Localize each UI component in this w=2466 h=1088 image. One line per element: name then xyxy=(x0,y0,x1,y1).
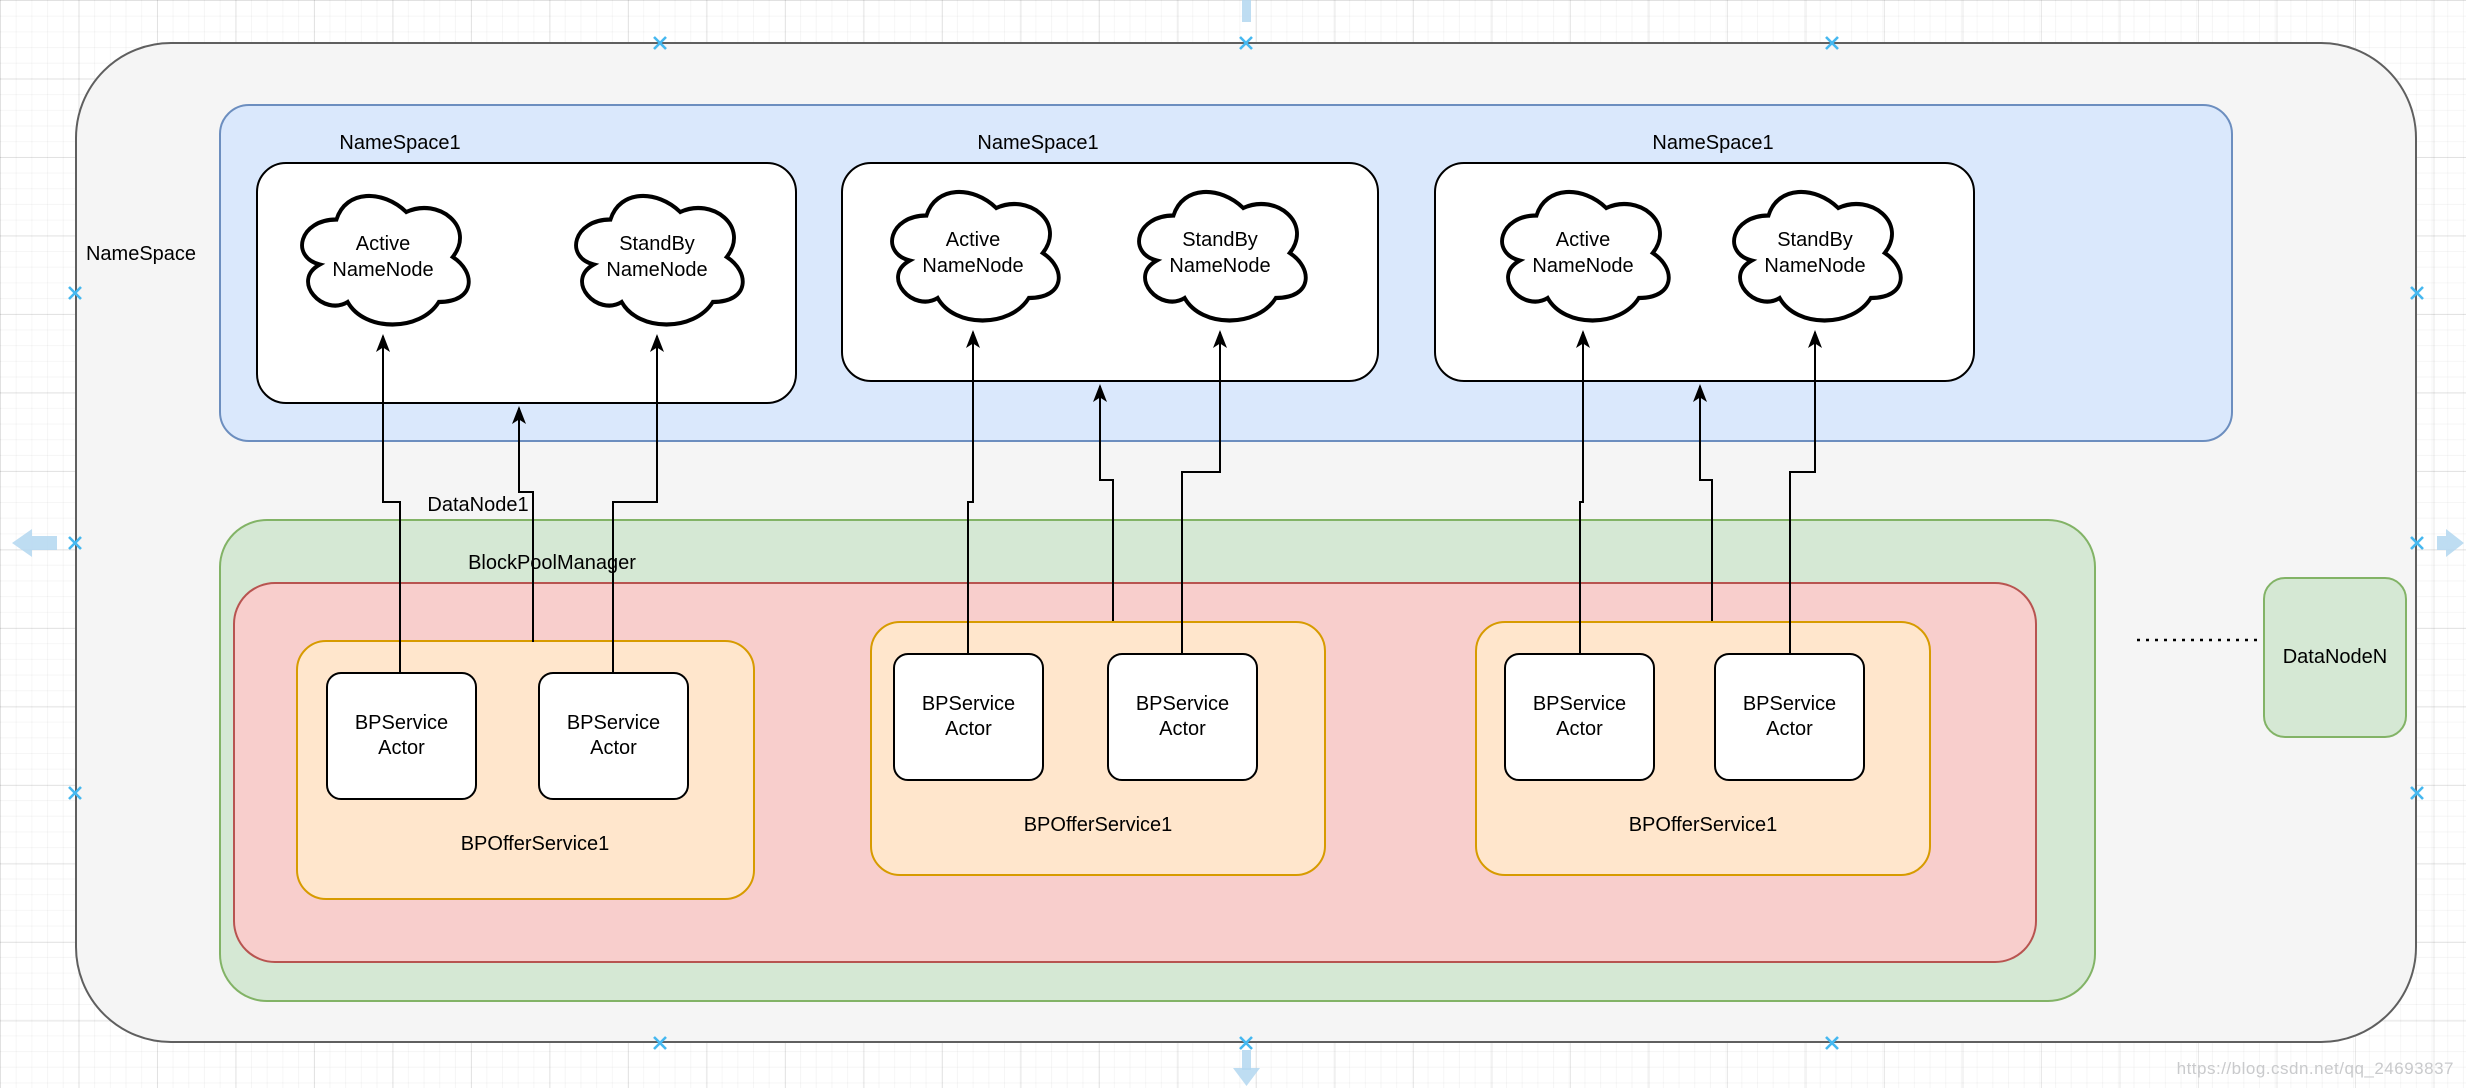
direction-arrow-left-icon[interactable] xyxy=(12,529,57,557)
cloud-label: Active xyxy=(1556,229,1610,251)
cloud-label: Active xyxy=(946,229,1000,251)
cloud-label: NameNode xyxy=(332,259,433,281)
connector-pool2-to-namespace2[interactable] xyxy=(1093,384,1114,621)
connector-pool1-to-namespace1[interactable] xyxy=(512,406,534,642)
bpservice-actor-label: Actor xyxy=(1556,718,1603,740)
cloud-label: NameNode xyxy=(1532,255,1633,277)
bpservice-actor-label: BPService xyxy=(1742,693,1837,715)
standby-namenode-cloud-1[interactable]: StandBy NameNode xyxy=(574,194,744,326)
cloud-label: StandBy xyxy=(1182,229,1258,251)
direction-arrow-right-icon[interactable] xyxy=(2437,529,2464,557)
bpservice-actor-label: Actor xyxy=(378,737,425,759)
bpservice-actor-label: BPService xyxy=(1532,693,1627,715)
connection-point-marker[interactable] xyxy=(67,785,83,801)
bpofferservice-label-3: BPOfferService1 xyxy=(1628,814,1778,836)
cloud-label: StandBy xyxy=(619,233,695,255)
connector-actor3a-to-active3[interactable] xyxy=(1576,330,1590,653)
watermark: https://blog.csdn.net/qq_24693837 xyxy=(2176,1059,2454,1078)
direction-arrow-up-icon[interactable] xyxy=(1242,0,1251,22)
bpservice-actor-box-3b[interactable]: BPService Actor xyxy=(1714,653,1865,781)
namespace1-label-3: NameSpace1 xyxy=(1652,132,1774,154)
bpservice-actor-box-2b[interactable]: BPService Actor xyxy=(1107,653,1258,781)
connection-point-marker[interactable] xyxy=(67,285,83,301)
standby-namenode-cloud-3[interactable]: StandBy NameNode xyxy=(1732,190,1902,322)
bpservice-actor-box-3a[interactable]: BPService Actor xyxy=(1504,653,1655,781)
blockpoolmanager-label: BlockPoolManager xyxy=(468,552,636,574)
namespace1-label-1: NameSpace1 xyxy=(339,132,461,154)
cloud-label: NameNode xyxy=(922,255,1023,277)
direction-arrow-down-icon[interactable] xyxy=(1233,1050,1260,1086)
connection-point-marker[interactable] xyxy=(1824,1035,1840,1051)
cloud-label: NameNode xyxy=(1169,255,1270,277)
active-namenode-cloud-2[interactable]: Active NameNode xyxy=(890,190,1060,322)
datanode1-label: DataNode1 xyxy=(427,494,529,516)
bpservice-actor-box-1a[interactable]: BPService Actor xyxy=(326,672,477,800)
connection-point-marker[interactable] xyxy=(2409,535,2425,551)
bpservice-actor-label: Actor xyxy=(945,718,992,740)
cloud-label: NameNode xyxy=(1764,255,1865,277)
bpservice-actor-label: BPService xyxy=(1135,693,1230,715)
connector-pool3-to-namespace3[interactable] xyxy=(1693,384,1713,621)
connection-point-marker[interactable] xyxy=(2409,285,2425,301)
datanoden-label: DataNodeN xyxy=(2282,646,2388,668)
connection-point-marker[interactable] xyxy=(2409,785,2425,801)
bpservice-actor-label: Actor xyxy=(590,737,637,759)
connection-point-marker[interactable] xyxy=(1238,35,1254,51)
active-namenode-cloud-3[interactable]: Active NameNode xyxy=(1500,190,1670,322)
bpofferservice-label-1: BPOfferService1 xyxy=(460,833,610,855)
bpservice-actor-label: BPService xyxy=(354,712,449,734)
connection-point-marker[interactable] xyxy=(67,535,83,551)
active-namenode-cloud-1[interactable]: Active NameNode xyxy=(300,194,470,326)
bpservice-actor-label: Actor xyxy=(1766,718,1813,740)
cloud-label: StandBy xyxy=(1777,229,1853,251)
cloud-label: Active xyxy=(356,233,410,255)
bpservice-actor-label: Actor xyxy=(1159,718,1206,740)
connector-actor3b-to-standby3[interactable] xyxy=(1789,330,1822,653)
datanoden-box[interactable]: DataNodeN xyxy=(2263,577,2407,738)
connector-actor2b-to-standby2[interactable] xyxy=(1181,330,1227,653)
cloud-label: NameNode xyxy=(606,259,707,281)
connector-actor1a-to-active1[interactable] xyxy=(376,334,401,672)
bpservice-actor-label: BPService xyxy=(566,712,661,734)
bpservice-actor-box-2a[interactable]: BPService Actor xyxy=(893,653,1044,781)
standby-namenode-cloud-2[interactable]: StandBy NameNode xyxy=(1137,190,1307,322)
bpofferservice-label-2: BPOfferService1 xyxy=(1023,814,1173,836)
connector-actor1b-to-standby1[interactable] xyxy=(612,334,664,672)
bpservice-actor-label: BPService xyxy=(921,693,1016,715)
bpservice-actor-box-1b[interactable]: BPService Actor xyxy=(538,672,689,800)
connection-point-marker[interactable] xyxy=(1238,1035,1254,1051)
connector-actor2a-to-active2[interactable] xyxy=(966,330,980,653)
connection-point-marker[interactable] xyxy=(1824,35,1840,51)
connection-point-marker[interactable] xyxy=(652,35,668,51)
connection-point-marker[interactable] xyxy=(652,1035,668,1051)
namespace-outer-label: NameSpace xyxy=(85,243,197,265)
namespace1-label-2: NameSpace1 xyxy=(977,132,1099,154)
